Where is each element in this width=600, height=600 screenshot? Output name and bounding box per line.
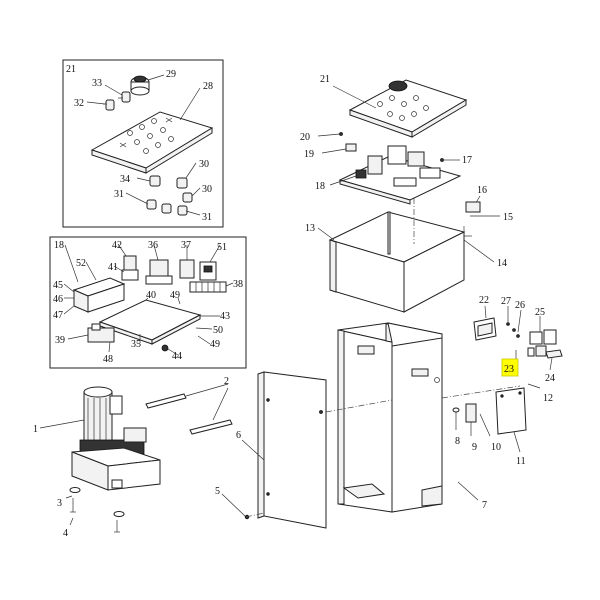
callout-13: 13	[305, 223, 315, 234]
callout-22: 22	[479, 295, 489, 306]
callout-26: 26	[515, 300, 525, 311]
callout-37: 37	[181, 240, 191, 251]
callout-18: 18	[315, 181, 325, 192]
circuit-board	[317, 132, 462, 205]
callout-19: 19	[304, 149, 314, 160]
callout-2: 2	[224, 376, 229, 387]
callout-45: 45	[53, 280, 63, 291]
callout-1: 1	[33, 424, 38, 435]
callout-36: 36	[148, 240, 158, 251]
callout-14: 14	[497, 258, 507, 269]
highlight-box	[501, 358, 519, 377]
callout-25: 25	[535, 307, 545, 318]
callout-41: 41	[108, 262, 118, 273]
callout-31: 31	[202, 212, 212, 223]
inset-electrical-box	[49, 236, 247, 369]
callout-30: 30	[202, 184, 212, 195]
callout-5: 5	[215, 486, 220, 497]
callout-30: 30	[199, 159, 209, 170]
callout-46: 46	[53, 294, 63, 305]
side-parts	[452, 305, 563, 453]
callout-39: 39	[55, 335, 65, 346]
callout-15: 15	[503, 212, 513, 223]
callout-24: 24	[545, 373, 555, 384]
callout-labels: 21 33 29 32 28 30 34 30 31 31 18 42 36 3…	[33, 64, 555, 539]
callout-6: 6	[236, 430, 241, 441]
callout-18: 18	[54, 240, 64, 251]
callout-38: 38	[233, 279, 243, 290]
callout-35: 35	[131, 339, 141, 350]
callout-34: 34	[120, 174, 130, 185]
callout-27: 27	[501, 296, 511, 307]
top-control-panel	[332, 79, 468, 138]
callout-49: 49	[210, 339, 220, 350]
callout-31: 31	[114, 189, 124, 200]
hydraulic-pump-unit	[39, 386, 161, 533]
callout-7: 7	[482, 500, 487, 511]
callout-29: 29	[166, 69, 176, 80]
callout-44: 44	[172, 351, 182, 362]
callout-4: 4	[63, 528, 68, 539]
handles	[145, 383, 233, 435]
callout-11: 11	[516, 456, 526, 467]
callout-21: 21	[320, 74, 330, 85]
callout-50: 50	[213, 325, 223, 336]
callout-32: 32	[74, 98, 84, 109]
callout-43: 43	[220, 311, 230, 322]
callout-52: 52	[76, 258, 86, 269]
callout-21: 21	[66, 64, 76, 75]
callout-49: 49	[170, 290, 180, 301]
callout-12: 12	[543, 393, 553, 404]
callout-9: 9	[472, 442, 477, 453]
callout-33: 33	[92, 78, 102, 89]
callout-10: 10	[491, 442, 501, 453]
callout-8: 8	[455, 436, 460, 447]
callout-28: 28	[203, 81, 213, 92]
callout-48: 48	[103, 354, 113, 365]
callout-20: 20	[300, 132, 310, 143]
callout-51: 51	[217, 242, 227, 253]
callout-3: 3	[57, 498, 62, 509]
front-door	[221, 371, 327, 529]
callout-16: 16	[477, 185, 487, 196]
callout-42: 42	[112, 240, 122, 251]
callout-17: 17	[462, 155, 472, 166]
inset-control-panel	[62, 59, 224, 228]
main-cabinet	[325, 322, 521, 513]
callout-47: 47	[53, 310, 63, 321]
callout-40: 40	[146, 290, 156, 301]
electric-box	[317, 195, 500, 313]
callout-23-highlighted: 23	[504, 364, 514, 375]
